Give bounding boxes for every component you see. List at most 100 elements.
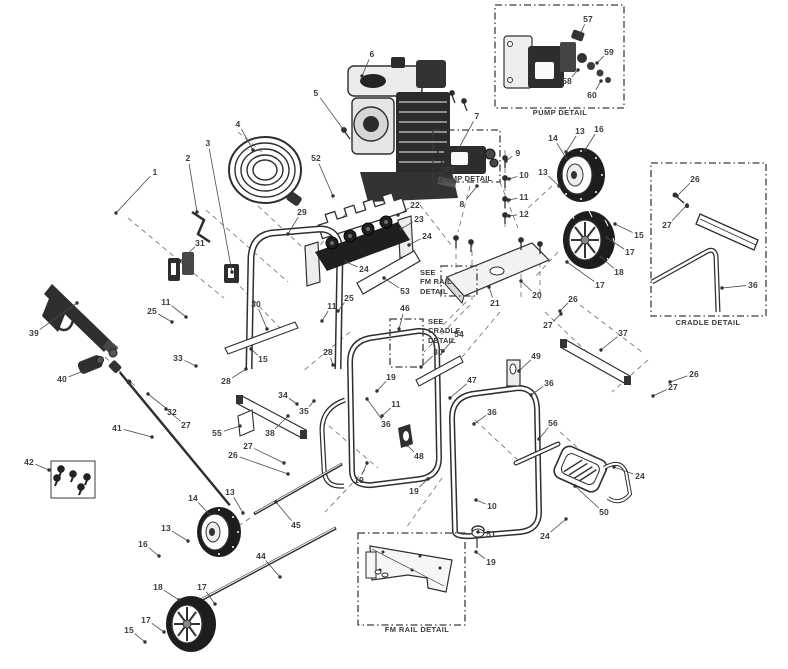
leader-dot-55-86 bbox=[238, 424, 242, 428]
fm-rail-detail-illustration bbox=[365, 545, 453, 593]
leader-3-2 bbox=[208, 148, 233, 273]
leader-dot-5-4 bbox=[341, 127, 345, 131]
leader-55-86 bbox=[223, 425, 241, 432]
leader-dot-30-36 bbox=[419, 365, 423, 369]
leader-13-22 bbox=[547, 175, 560, 187]
cradle-detail-box bbox=[650, 162, 767, 317]
leader-40-70 bbox=[68, 369, 87, 378]
leader-4-3 bbox=[241, 129, 254, 151]
leader-dot-46-34 bbox=[397, 327, 401, 331]
leader-17-26 bbox=[566, 261, 595, 282]
leader-13-19 bbox=[565, 135, 577, 153]
leader-dot-22-29 bbox=[396, 213, 400, 217]
leader-dot-15-79 bbox=[249, 347, 253, 351]
leader-25-77 bbox=[337, 302, 345, 312]
inset-boxes bbox=[50, 4, 767, 626]
leader-dot-34-82 bbox=[295, 402, 299, 406]
leader-53-33 bbox=[383, 277, 400, 289]
leader-2-1 bbox=[188, 163, 198, 213]
leader-42-72 bbox=[35, 463, 50, 471]
leader-dot-44-60 bbox=[278, 575, 282, 579]
leader-dot-15-23 bbox=[613, 222, 617, 226]
leader-dot-48-50 bbox=[405, 443, 409, 447]
leader-56-49 bbox=[538, 427, 549, 440]
leader-dot-27-85 bbox=[164, 407, 168, 411]
leader-dot-11-74 bbox=[184, 315, 188, 319]
leader-dot-39-69 bbox=[75, 301, 79, 305]
leader-45-59 bbox=[275, 501, 292, 521]
leader-dot-36-42 bbox=[529, 393, 533, 397]
leader-dot-9-15 bbox=[504, 159, 508, 163]
leader-dot-51-54 bbox=[476, 530, 480, 534]
leader-dot-19-51 bbox=[365, 461, 369, 465]
leader-dot-17-24 bbox=[605, 236, 609, 240]
leader-26-47 bbox=[669, 375, 688, 383]
leader-44-60 bbox=[265, 560, 281, 578]
leader-27-91 bbox=[671, 204, 688, 222]
leader-dot-38-87 bbox=[286, 414, 290, 418]
leader-dot-7-6 bbox=[457, 146, 461, 150]
leader-26-45 bbox=[559, 302, 569, 312]
leader-19-52 bbox=[419, 478, 429, 488]
leader-11-38 bbox=[381, 407, 391, 417]
leader-dot-17-26 bbox=[565, 260, 569, 264]
leader-11-76 bbox=[321, 310, 329, 322]
pump-detail-illustration bbox=[503, 29, 611, 89]
leader-39-69 bbox=[39, 302, 78, 330]
leader-13-62 bbox=[233, 496, 244, 514]
hose-coil-illustration bbox=[228, 136, 302, 206]
leader-21-28 bbox=[488, 286, 493, 298]
leader-dot-3-2 bbox=[230, 270, 234, 274]
leader-36-92 bbox=[721, 285, 747, 289]
leader-dot-57-10 bbox=[576, 36, 580, 40]
pump-illustration bbox=[436, 146, 499, 174]
leader-15-68 bbox=[134, 633, 146, 643]
leader-dot-37-44 bbox=[599, 348, 603, 352]
leader-46-34 bbox=[398, 313, 404, 330]
leader-dot-18-65 bbox=[177, 598, 181, 602]
leader-dot-13-19 bbox=[564, 150, 568, 154]
leader-dot-14-21 bbox=[564, 156, 568, 160]
cradle-detail-illustration bbox=[650, 192, 759, 313]
leader-60-13 bbox=[595, 80, 602, 91]
leader-dot-28-80 bbox=[331, 363, 335, 367]
control-panel-illustration bbox=[304, 215, 414, 287]
leader-dot-27-91 bbox=[685, 203, 689, 207]
leader-dot-8-14 bbox=[475, 184, 479, 188]
leader-37-44 bbox=[600, 336, 618, 351]
grip-pad-illustration bbox=[553, 445, 608, 493]
leader-dot-29-8 bbox=[286, 232, 290, 236]
leader-6-5 bbox=[361, 59, 370, 77]
leader-dot-19-55 bbox=[474, 550, 478, 554]
leader-lines bbox=[35, 24, 747, 644]
leader-41-71 bbox=[123, 429, 153, 438]
leader-dot-24-56 bbox=[564, 517, 568, 521]
leader-dot-20-27 bbox=[519, 279, 523, 283]
see-fm-rail-box-box bbox=[440, 265, 478, 297]
leader-31-9 bbox=[179, 246, 196, 262]
leader-dot-19-52 bbox=[426, 477, 430, 481]
leader-17-24 bbox=[606, 237, 625, 250]
leader-dot-60-13 bbox=[599, 79, 603, 83]
leader-5-4 bbox=[319, 97, 344, 130]
leader-33-78 bbox=[184, 360, 197, 367]
leader-dot-17-66 bbox=[213, 602, 217, 606]
leader-dot-11-76 bbox=[320, 319, 324, 323]
leader-dot-6-5 bbox=[360, 74, 364, 78]
leader-27-88 bbox=[254, 448, 285, 464]
leader-dot-50-58 bbox=[573, 484, 577, 488]
leader-dot-2-1 bbox=[195, 210, 199, 214]
leader-dot-45-59 bbox=[274, 500, 278, 504]
leader-27-48 bbox=[652, 389, 667, 397]
leader-19-55 bbox=[475, 551, 486, 559]
fm-rail-plate-illustration bbox=[444, 242, 551, 305]
leader-dot-53-33 bbox=[382, 276, 386, 280]
leader-dot-11-38 bbox=[380, 414, 384, 418]
leader-26-89 bbox=[239, 456, 289, 475]
leader-27-46 bbox=[553, 313, 562, 322]
rubber-strip-illustration bbox=[317, 192, 408, 240]
see-cradle-box-box bbox=[389, 318, 424, 368]
leader-dot-16-64 bbox=[157, 554, 161, 558]
fm-rail-detail-box bbox=[357, 532, 466, 626]
